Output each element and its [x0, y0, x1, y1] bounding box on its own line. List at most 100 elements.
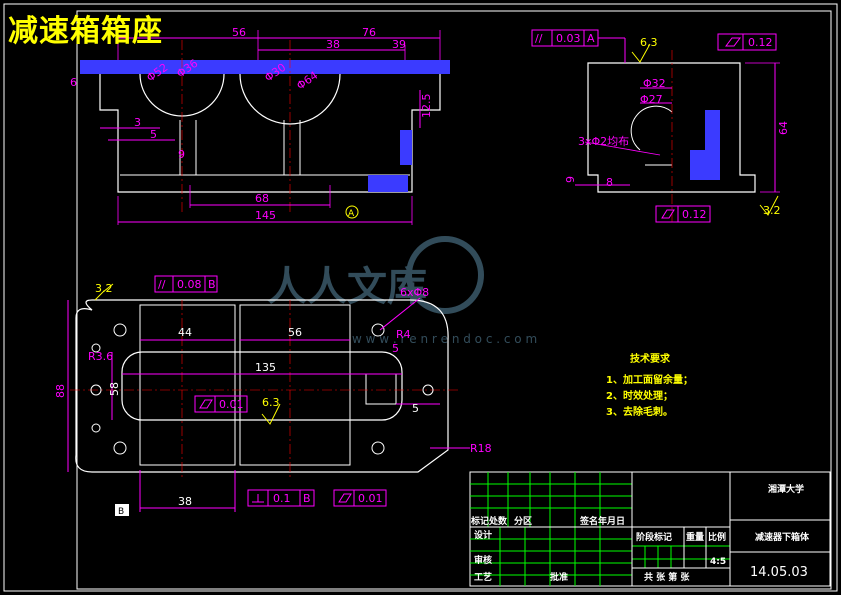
dim-135: 135 — [255, 361, 276, 374]
watermark-logo-icon — [406, 236, 484, 314]
drawing-title: 减速箱箱座 — [8, 14, 163, 49]
front-body-outline — [99, 74, 441, 193]
side-tol-flat-bottom — [655, 205, 711, 223]
datum-b: B — [118, 507, 124, 517]
dim-68: 68 — [255, 192, 269, 205]
dim-6: 6 — [70, 76, 77, 89]
svg-text:0.01: 0.01 — [358, 492, 383, 505]
r3-6: R3.6 — [88, 350, 113, 363]
dim-145: 145 — [255, 209, 276, 222]
watermark: 人人文库 w w w . r e n r e n d o c . c o m — [267, 236, 537, 346]
watermark-text: 人人文库 — [267, 264, 427, 310]
dim-9: 9 — [178, 148, 185, 161]
plan-tol-flat-mid — [194, 395, 248, 413]
dim-58: 58 — [108, 382, 121, 396]
side-hatch — [690, 110, 720, 180]
svg-text:0.03: 0.03 — [556, 32, 581, 45]
svg-text://: // — [535, 32, 543, 45]
title-block: 湘潭大学 减速器下箱体 14.05.03 4:5 标记处数 分区 签名年月日 设… — [469, 471, 831, 587]
svg-text://: // — [158, 278, 166, 291]
plan-tol-parallel — [154, 275, 218, 293]
dim-9-side: 9 — [564, 176, 577, 183]
dim-5: 5 — [150, 128, 157, 141]
dim-39: 39 — [392, 38, 406, 51]
tech-requirements: 技术要求 1、加工面留余量； 2、时效处理； 3、去除毛刺。 — [606, 352, 693, 418]
tech-item-3: 3、去除毛刺。 — [606, 405, 673, 418]
tech-heading: 技术要求 — [630, 352, 671, 365]
school-name: 湘潭大学 — [768, 483, 804, 495]
dim-5b: 5 — [412, 402, 419, 415]
dim-88: 88 — [54, 384, 67, 398]
perpendicular-icon — [252, 494, 264, 503]
inner-frame — [76, 10, 832, 590]
dim-56-plan: 56 — [288, 326, 302, 339]
svg-text:0.08: 0.08 — [177, 278, 202, 291]
holes-3x2: 3xΦ2均布 — [578, 135, 629, 148]
outer-border — [3, 3, 838, 592]
drawing-number: 14.05.03 — [750, 565, 808, 580]
front-bore-right — [239, 73, 341, 125]
holes-6x8: 6xΦ8 — [400, 286, 429, 299]
datum-a-marker — [345, 205, 359, 219]
dim-12-5: 12.5 — [420, 94, 433, 119]
plan-tol-flat-lower — [333, 489, 387, 507]
front-hatch — [368, 175, 408, 192]
datum-b-marker — [115, 504, 129, 516]
part-name: 减速器下箱体 — [755, 531, 810, 543]
dim-64: 64 — [777, 121, 790, 135]
svg-text:0.01: 0.01 — [219, 398, 244, 411]
roughness-icon — [261, 403, 281, 425]
roughness-icon — [94, 283, 114, 301]
side-body-outline — [587, 62, 756, 193]
watermark-url: w w w . r e n r e n d o c . c o m — [352, 332, 537, 346]
dim-76: 76 — [362, 26, 376, 39]
dim-38: 38 — [326, 38, 340, 51]
tech-item-1: 1、加工面留余量； — [606, 373, 693, 386]
roughness-icon — [631, 43, 651, 63]
plan-view: // 0.08 B 3.2 6.3 6xΦ8 44 56 135 R3.6 88… — [54, 275, 492, 517]
label-process: 工艺 — [474, 571, 492, 583]
side-view: // 0.03 A 0.12 0.12 6.3 3.2 Φ32 Φ27 3xΦ2… — [531, 29, 790, 225]
rough-top: 6.3 — [640, 36, 658, 49]
svg-text:0.1: 0.1 — [273, 492, 291, 505]
label-sign-date: 签名年月日 — [579, 515, 625, 527]
dim-56: 56 — [232, 26, 246, 39]
svg-text:0.12: 0.12 — [682, 208, 707, 221]
flatness-icon — [725, 37, 741, 47]
datum-a: A — [348, 209, 355, 219]
svg-text:A: A — [587, 32, 595, 45]
flatness-icon — [199, 399, 213, 409]
dia-32: Φ32 — [643, 77, 666, 90]
rough-mid: 6.3 — [262, 396, 280, 409]
label-weight: 重量 — [686, 531, 704, 543]
bolt-holes — [90, 323, 434, 455]
roughness-icon — [759, 195, 779, 216]
label-zone: 分区 — [514, 515, 532, 527]
tech-item-2: 2、时效处理； — [606, 389, 673, 402]
svg-text:0.12: 0.12 — [748, 36, 773, 49]
dia-27: Φ27 — [640, 93, 663, 106]
front-top-flange — [80, 60, 450, 74]
label-sheets: 共 张 第 张 — [644, 571, 690, 583]
front-view: A 56 76 38 39 6 12.5 3 5 9 68 145 Φ52 Φ3… — [70, 26, 450, 225]
dim-38-plan: 38 — [178, 495, 192, 508]
svg-text:B: B — [303, 492, 311, 505]
rough-bottom: 3.2 — [763, 204, 781, 217]
scale-value: 4:5 — [710, 557, 726, 567]
rough-left: 3.2 — [95, 282, 113, 295]
r4: R4 — [396, 328, 411, 341]
label-marks: 标记处数 — [470, 515, 508, 527]
svg-text:B: B — [208, 278, 216, 291]
label-design: 设计 — [474, 529, 492, 541]
dim-44: 44 — [178, 326, 192, 339]
flatness-icon — [661, 209, 675, 219]
side-tol-flat-top — [717, 33, 777, 51]
dim-3: 3 — [134, 116, 141, 129]
plan-inner-cavity — [121, 351, 403, 421]
label-approve: 批准 — [550, 571, 568, 583]
label-review: 审核 — [474, 554, 492, 566]
dim-8: 8 — [606, 176, 613, 189]
r18: R18 — [470, 442, 492, 455]
flatness-icon — [338, 493, 352, 503]
